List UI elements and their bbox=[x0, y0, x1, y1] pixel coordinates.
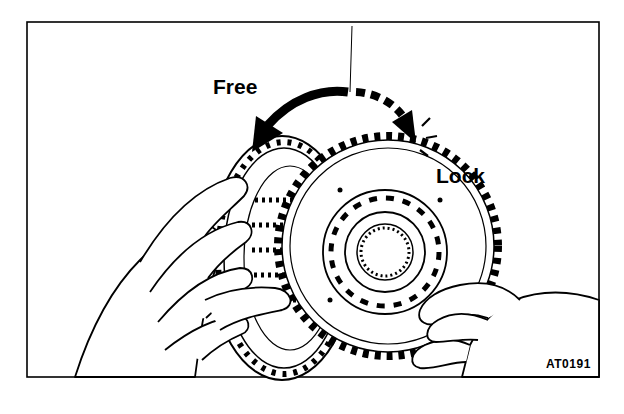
figure-code: AT0191 bbox=[546, 358, 591, 370]
right-hand bbox=[412, 283, 599, 377]
left-hand bbox=[75, 177, 290, 377]
rotation-label: Free bbox=[213, 76, 257, 97]
gear bbox=[278, 136, 498, 356]
rotation-label: Lock bbox=[436, 165, 485, 186]
reference-line bbox=[350, 26, 352, 92]
free-arrow bbox=[252, 91, 348, 152]
frame bbox=[27, 22, 599, 377]
lock-arrow bbox=[356, 92, 437, 156]
